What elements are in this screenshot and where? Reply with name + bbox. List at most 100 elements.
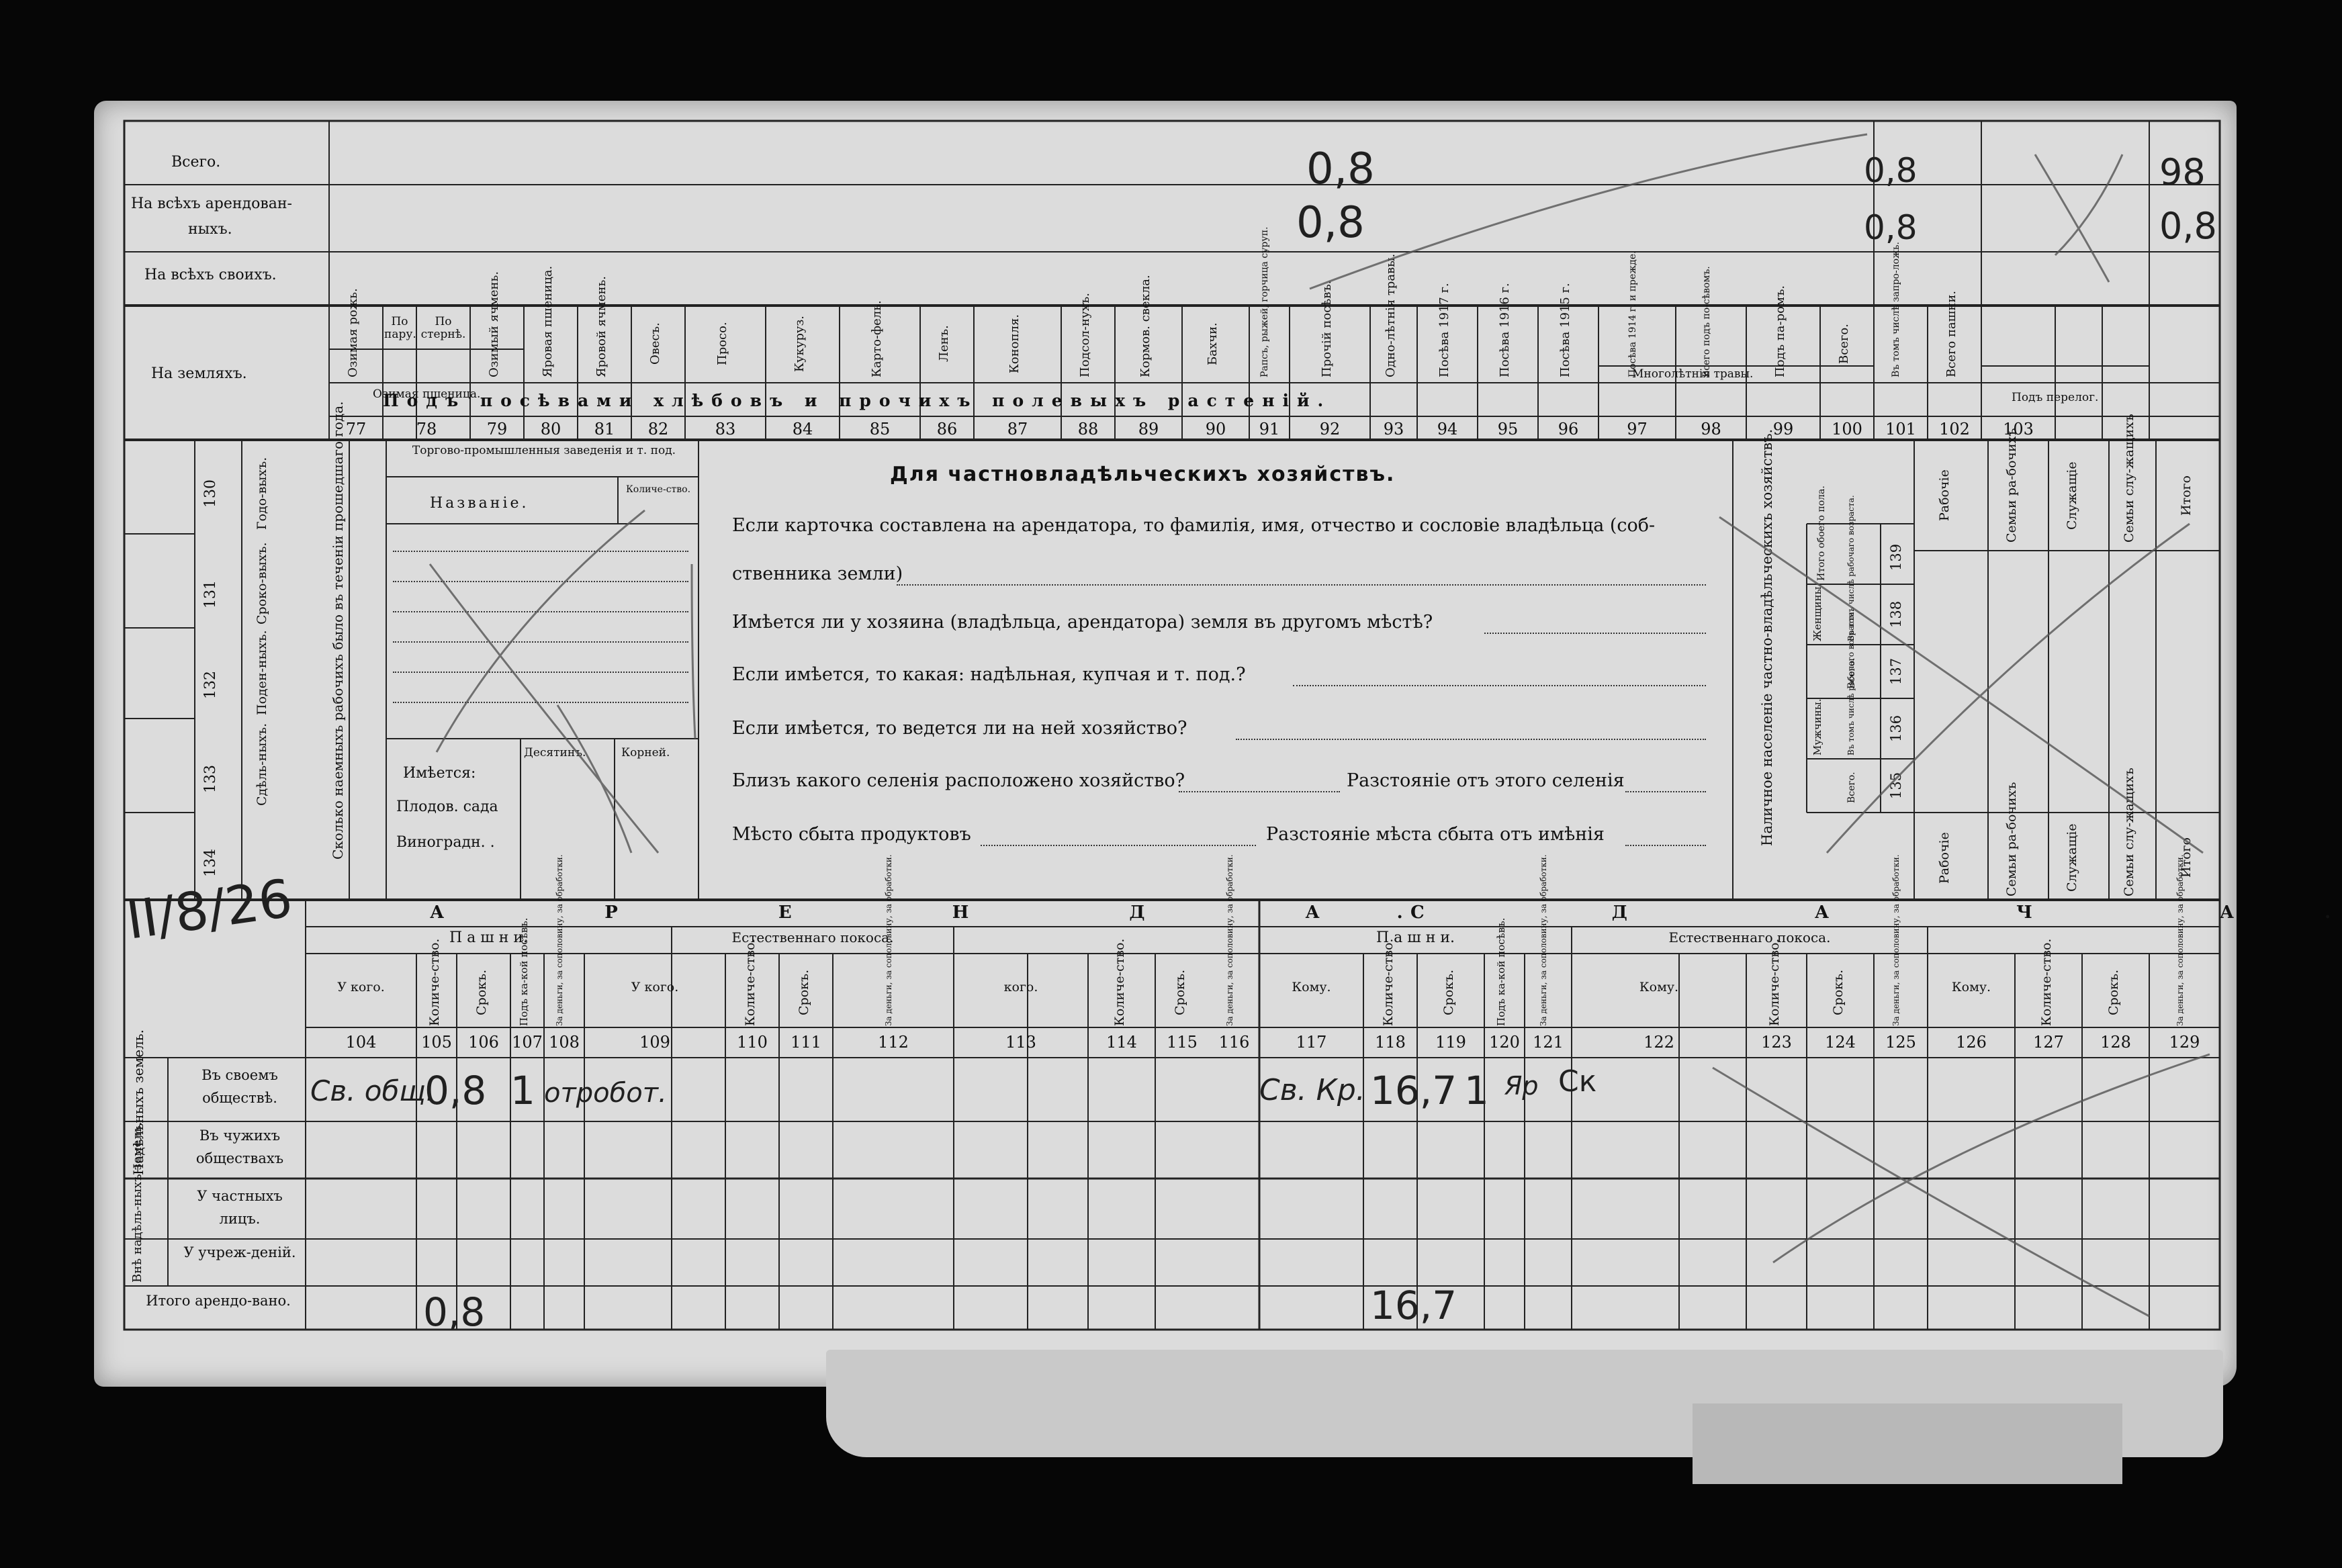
lease-num-126: 126 (1956, 1033, 1987, 1052)
arenda-hay-header: Естественнаго покоса. (731, 929, 894, 946)
lease-num-106: 106 (468, 1033, 499, 1052)
lease-num-128: 128 (2100, 1033, 2131, 1052)
lease-col-22: Кому. (1951, 980, 1991, 995)
top-num-96: 96 (1558, 420, 1579, 439)
handwritten-lease-crop: Яр (1504, 1071, 1539, 1101)
lease-num-105: 105 (421, 1033, 452, 1052)
top-num-100: 100 (1832, 420, 1862, 439)
group-winter-wheat: Озимая пшеница. (373, 387, 481, 401)
row-label-rented: На всѣхъ арендован- (131, 195, 292, 212)
group-perennial-grasses: Многолѣтнія травы. (1632, 367, 1754, 381)
question-farming: Если имѣется, то ведется ли на ней хозяй… (732, 718, 1187, 739)
handwritten-arable-rented: 0,8 (2159, 205, 2217, 247)
desyatin-header: Десятинъ. (524, 746, 586, 759)
trade-name-header: Названіе. (430, 495, 529, 512)
group-fallow: Подъ перелог. (2012, 391, 2099, 404)
row-label-on-lands: На земляхъ. (151, 365, 247, 382)
top-num-82: 82 (647, 420, 669, 439)
top-num-99: 99 (1772, 420, 1794, 439)
lease-num-108: 108 (549, 1033, 580, 1052)
lease-num-127: 127 (2033, 1033, 2064, 1052)
handwritten-lease-term: 1 (1464, 1068, 1489, 1113)
handwritten-sown-rented: 0,8 (1864, 208, 1918, 247)
dotted-line (1625, 791, 1706, 792)
crop-col-1: По пару. (384, 315, 416, 341)
sdacha-hay-header: Естественнаго покоса. (1668, 929, 1831, 946)
question-land-type: Если имѣется, то какая: надѣльная, купча… (732, 664, 1246, 685)
top-num-81: 81 (594, 420, 615, 439)
lease-num-121: 121 (1533, 1033, 1564, 1052)
dotted-line (1179, 791, 1340, 792)
lease-num-123: 123 (1761, 1033, 1792, 1052)
row-label-own: На всѣхъ своихъ. (144, 267, 277, 283)
lease-num-125: 125 (1885, 1033, 1916, 1052)
top-num-92: 92 (1319, 420, 1341, 439)
lease-col-9: кого. (1003, 980, 1038, 995)
top-num-88: 88 (1077, 420, 1099, 439)
lease-col-5: У кого. (631, 980, 679, 995)
handwritten-rent-payment: отробот. (544, 1078, 667, 1109)
handwritten-lessee: Св. Кр. (1259, 1073, 1365, 1107)
top-num-84: 84 (792, 420, 813, 439)
dotted-line (393, 702, 688, 703)
row-label-total: Всего. (171, 154, 221, 171)
lease-num-107: 107 (512, 1033, 543, 1052)
dotted-line (897, 584, 1706, 586)
lease-num-113: 113 (1005, 1033, 1036, 1052)
label-vineyard: Виноградн. . (396, 834, 495, 851)
dotted-line (393, 611, 688, 612)
top-num-77: 77 (345, 420, 367, 439)
dotted-line (1625, 845, 1706, 846)
handwritten-total: 0,8 (1306, 144, 1375, 194)
question-village-distance: Разстояніе отъ этого селенія (1347, 770, 1625, 791)
lease-num-115: 115 (1167, 1033, 1198, 1052)
top-num-79: 79 (486, 420, 508, 439)
lease-num-110: 110 (737, 1033, 768, 1052)
lease-num-117: 117 (1296, 1033, 1327, 1052)
lease-col-13: Кому. (1292, 980, 1331, 995)
handwritten-total-lease: 16,7 (1370, 1283, 1457, 1328)
dotted-line (393, 551, 688, 552)
row-private-persons: У частныхъ лицъ. (197, 1188, 283, 1227)
handwritten-rent-term: 1 (510, 1068, 535, 1113)
census-card (94, 101, 2237, 1387)
private-farms-title: Для частновладѣльческихъ хозяйствъ. (890, 463, 1396, 486)
arenda-arable-header: П а ш н и. (449, 929, 529, 946)
dotted-line (393, 672, 688, 673)
sdacha-title: С Д А Ч А. (1410, 903, 2342, 923)
dotted-line (981, 845, 1256, 846)
lease-num-119: 119 (1435, 1033, 1466, 1052)
trade-title: Торгово-промышленныя заведенія и т. под. (412, 444, 676, 457)
lease-num-116: 116 (1218, 1033, 1250, 1052)
label-orchard: Плодов. сада (396, 798, 498, 815)
top-num-80: 80 (540, 420, 561, 439)
top-num-101: 101 (1885, 420, 1916, 439)
question-owner: Если карточка составлена на арендатора, … (732, 515, 1656, 536)
crops-banner: Подъ посѣвами хлѣбовъ и прочихъ полевыхъ… (383, 391, 1332, 410)
handwritten-lease-qty: 16,7 (1370, 1068, 1457, 1113)
top-num-93: 93 (1383, 420, 1404, 439)
lease-num-111: 111 (791, 1033, 821, 1052)
lease-num-120: 120 (1489, 1033, 1520, 1052)
row-other-communities: Въ чужихъ обществахъ (195, 1127, 284, 1166)
top-num-86: 86 (936, 420, 958, 439)
dotted-line (1484, 633, 1706, 634)
top-num-83: 83 (715, 420, 736, 439)
question-village: Близъ какого селенія расположено хозяйст… (732, 770, 1185, 791)
lease-num-114: 114 (1106, 1033, 1137, 1052)
top-num-97: 97 (1627, 420, 1648, 439)
card-stack-edge-lower (1693, 1403, 2122, 1484)
top-num-87: 87 (1007, 420, 1028, 439)
dotted-line (393, 581, 688, 582)
korney-header: Корней. (621, 746, 670, 759)
handwritten-arable-total: 98 (2159, 151, 2206, 193)
question-market-distance: Разстояніе мѣста сбыта отъ имѣнія (1266, 824, 1605, 845)
row-total-rented: Итого арендо-вано. (146, 1293, 291, 1309)
row-institutions: У учреж-деній. (183, 1244, 296, 1260)
dotted-line (393, 641, 688, 643)
dotted-line (1236, 739, 1706, 740)
handwritten-rent-qty: 0,8 (424, 1068, 487, 1113)
top-num-95: 95 (1497, 420, 1519, 439)
